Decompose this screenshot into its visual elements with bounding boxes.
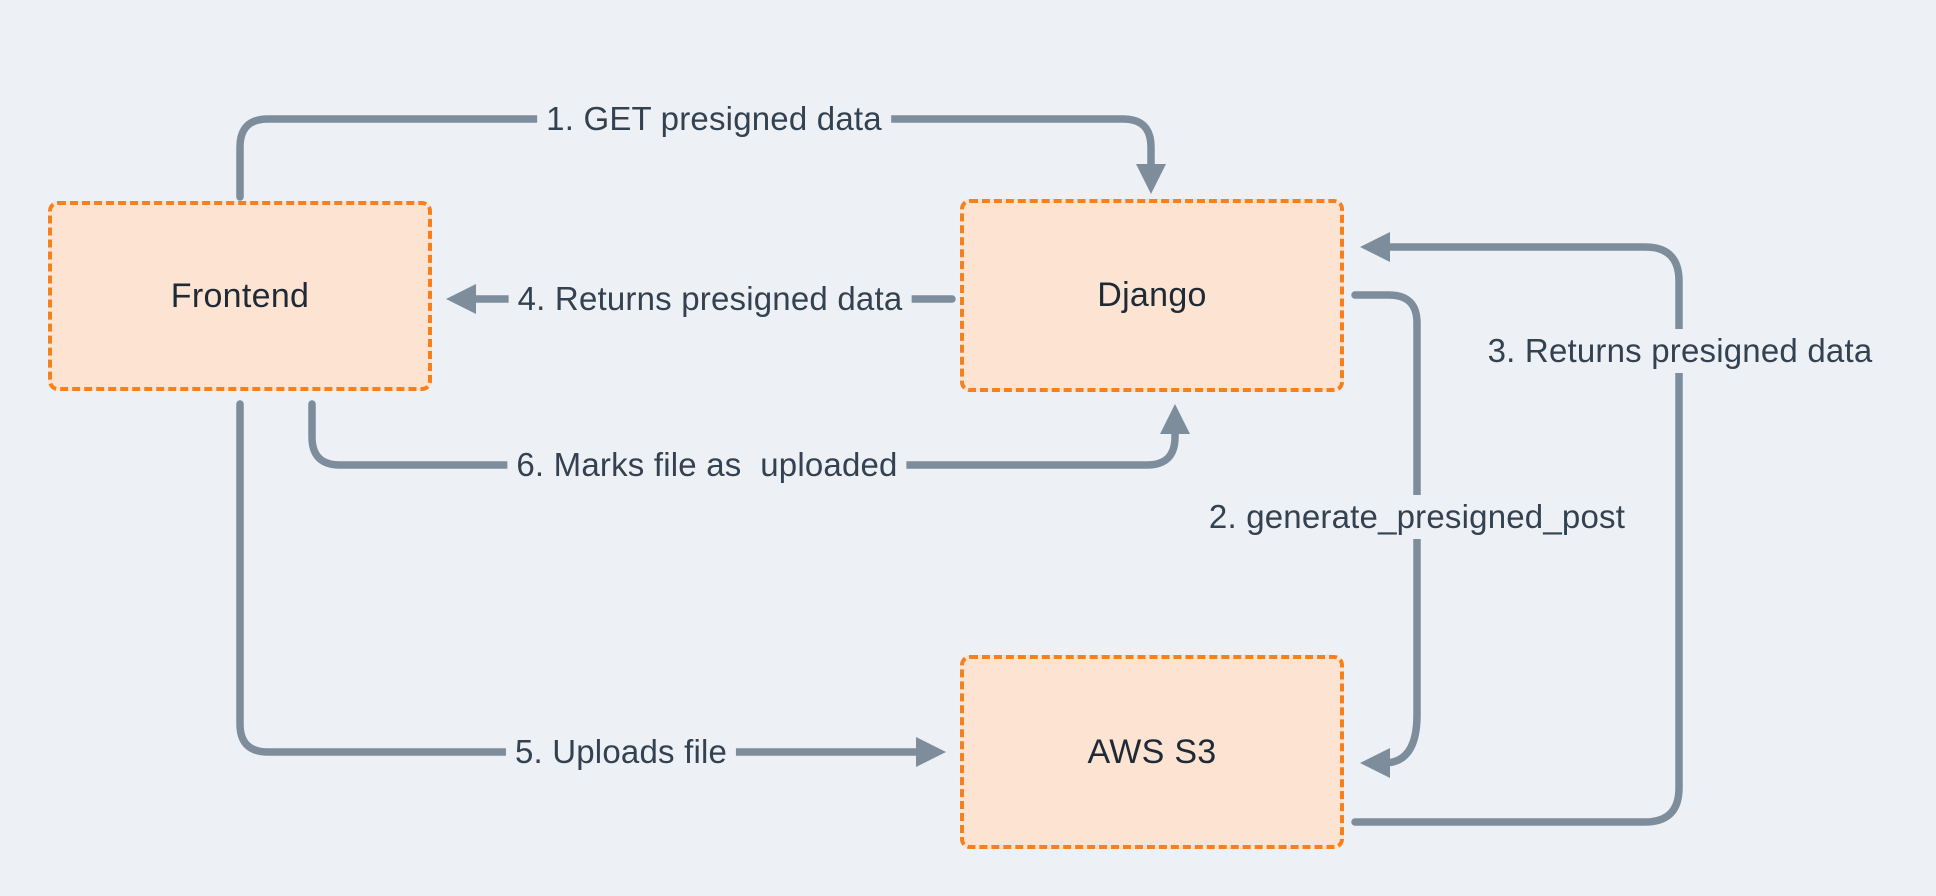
edge-label-1-get-presigned-data: 1. GET presigned data — [537, 97, 891, 141]
edge-label-4-returns-presigned-data: 4. Returns presigned data — [508, 277, 912, 321]
node-aws-s3-label: AWS S3 — [1087, 732, 1217, 771]
node-django-label: Django — [1097, 276, 1207, 314]
edge-label-3-returns-presigned-data: 3. Returns presigned data — [1478, 329, 1882, 373]
node-aws-s3: AWS S3 — [960, 655, 1344, 849]
node-frontend-label: Frontend — [170, 276, 310, 315]
arrow-3-returns-presigned-data — [1351, 232, 1683, 826]
edge-label-2-generate-presigned-post: 2. generate_presigned_post — [1199, 495, 1635, 539]
node-frontend: Frontend — [48, 201, 432, 391]
arrow-5-uploads-file — [236, 400, 946, 767]
edge-label-6-marks-file-as-uploaded: 6. Marks file as uploaded — [507, 443, 907, 487]
node-django: Django — [960, 199, 1344, 392]
edge-label-5-uploads-file: 5. Uploads file — [505, 730, 737, 774]
